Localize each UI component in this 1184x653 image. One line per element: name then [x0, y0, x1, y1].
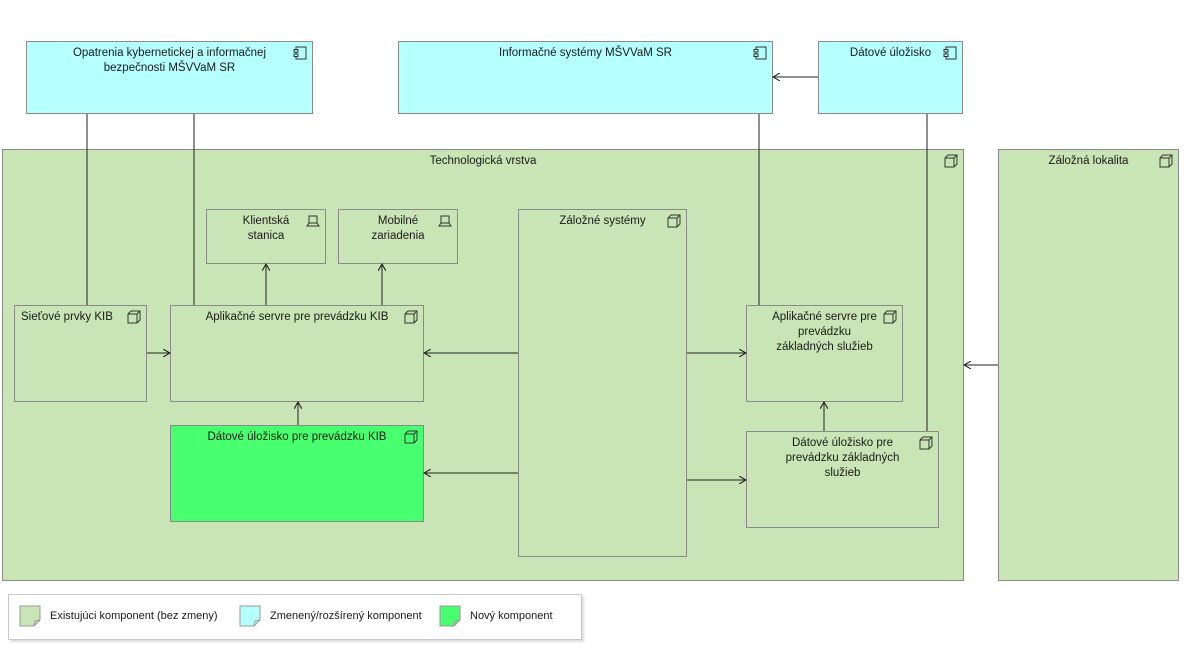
- zalozne-systemy-node[interactable]: Záložné systémy: [518, 209, 687, 557]
- legend-label-existing: Existujúci komponent (bez zmeny): [50, 610, 218, 622]
- component-icon: [293, 46, 307, 60]
- sietove-prvky-label: Sieťové prvky KIB: [21, 311, 113, 323]
- device-icon: [306, 215, 320, 227]
- mobilne-zariadenia-device[interactable]: Mobilné zariadenia: [338, 209, 458, 264]
- datove-ulozisko-component[interactable]: Dátové úložisko: [818, 41, 963, 114]
- aplikacne-servre-zakl-node[interactable]: Aplikačné servre pre prevádzku základnýc…: [746, 305, 903, 402]
- technologicka-vrstva-label: Technologická vrstva: [429, 155, 537, 167]
- opatrenia-component[interactable]: Opatrenia kybernetickej a informačnej be…: [26, 41, 313, 114]
- aplikacne-servre-kib-node[interactable]: Aplikačné servre pre prevádzku KIB: [170, 305, 424, 402]
- mobilne-zariadenia-label: Mobilné zariadenia: [371, 215, 425, 242]
- legend-swatch-changed: [239, 605, 261, 627]
- node-icon: [919, 436, 933, 450]
- node-icon: [883, 310, 897, 324]
- datove-ulozisko-zakl-node[interactable]: Dátové úložisko pre prevádzku základných…: [746, 431, 939, 528]
- device-icon: [438, 215, 452, 227]
- component-icon: [943, 46, 957, 60]
- zalozna-lokalita-label: Záložná lokalita: [1048, 155, 1129, 167]
- is-msvvam-label: Informačné systémy MŠVVaM SR: [499, 47, 672, 59]
- legend-swatch-new: [439, 605, 461, 627]
- node-icon: [1159, 154, 1173, 168]
- node-icon: [127, 310, 141, 324]
- klientska-stanica-label: Klientská stanica: [242, 215, 290, 242]
- opatrenia-label: Opatrenia kybernetickej a informačnej be…: [72, 47, 267, 74]
- legend-label-changed: Zmenený/rozšírený komponent: [270, 610, 422, 622]
- node-icon: [944, 154, 958, 168]
- datove-ulozisko-kib-label: Dátové úložisko pre prevádzku KIB: [207, 431, 387, 443]
- component-icon: [753, 46, 767, 60]
- datove-ulozisko-kib-node[interactable]: Dátové úložisko pre prevádzku KIB: [170, 425, 424, 522]
- node-icon: [667, 214, 681, 228]
- aplikacne-servre-zakl-label: Aplikačné servre pre prevádzku základnýc…: [772, 311, 877, 353]
- zalozna-lokalita-node[interactable]: Záložná lokalita: [998, 149, 1179, 581]
- datove-ulozisko-zakl-label: Dátové úložisko pre prevádzku základných…: [785, 437, 900, 479]
- klientska-stanica-device[interactable]: Klientská stanica: [206, 209, 326, 264]
- legend: Existujúci komponent (bez zmeny) Zmenený…: [8, 594, 582, 640]
- zalozne-systemy-label: Záložné systémy: [559, 215, 646, 227]
- aplikacne-servre-kib-label: Aplikačné servre pre prevádzku KIB: [205, 311, 389, 323]
- sietove-prvky-node[interactable]: Sieťové prvky KIB: [14, 305, 147, 402]
- legend-swatch-existing: [19, 605, 41, 627]
- legend-label-new: Nový komponent: [470, 610, 553, 622]
- datove-ulozisko-label: Dátové úložisko: [849, 47, 932, 59]
- node-icon: [404, 310, 418, 324]
- node-icon: [404, 430, 418, 444]
- is-msvvam-component[interactable]: Informačné systémy MŠVVaM SR: [398, 41, 773, 114]
